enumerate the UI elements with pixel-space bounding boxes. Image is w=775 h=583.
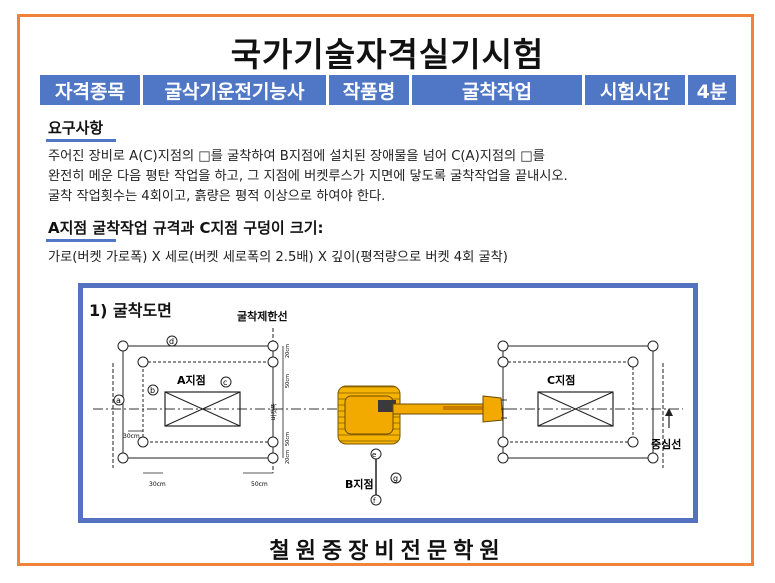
marker-e-label: e (372, 451, 376, 459)
marker-d-label: d (169, 337, 174, 346)
inner-rect-left (142, 361, 274, 443)
requirements-line: 굴착 작업횟수는 4회이고, 흙량은 평적 이상으로 하여야 한다. (48, 189, 386, 204)
corner-marker (647, 340, 659, 352)
pit-c (537, 391, 614, 427)
point-a-label: A지점 (177, 373, 206, 387)
requirements-underline (46, 139, 116, 142)
excavator-illustration (337, 385, 507, 445)
diagram-heading: 1) 굴착도면 (89, 301, 172, 320)
page-title: 국가기술자격실기시험 (230, 35, 545, 74)
diagram-panel: 1) 굴착도면 굴착제한선 A지점 a b c d 30cm 3 (78, 283, 698, 523)
limit-line-label: 굴착제한선 (237, 309, 288, 323)
corner-marker (497, 452, 509, 464)
work-label: 작품명 (329, 75, 409, 105)
spec-underline (46, 239, 116, 242)
time-label: 시험시간 (585, 75, 685, 105)
marker-d (166, 335, 178, 347)
marker-a-label: a (116, 396, 121, 405)
point-c-label: C지점 (547, 373, 575, 387)
requirements-line: 주어진 장비로 A(C)지점의 □를 굴착하여 B지점에 설치된 장애물을 넘어… (48, 149, 545, 164)
marker-a (113, 394, 125, 406)
pit-c-cross (537, 391, 614, 427)
corner-marker (267, 356, 279, 368)
work-value: 굴착작업 (412, 75, 582, 105)
marker-c-label: c (223, 378, 227, 387)
b-post-top (370, 448, 382, 460)
field-label: 자격종목 (40, 75, 140, 105)
marker-b-label: b (150, 386, 155, 395)
spec-heading: A지점 굴착작업 규격과 C지점 구덩이 크기: (48, 219, 324, 237)
center-line-arrowhead (665, 408, 673, 416)
marker-g (390, 472, 402, 484)
corner-marker (137, 436, 149, 448)
field-value: 굴삭기운전기능사 (143, 75, 326, 105)
corner-marker (627, 436, 639, 448)
b-post-bottom (370, 494, 382, 506)
requirements-heading: 요구사항 (48, 119, 104, 137)
spec-text: 가로(버켓 가로폭) X 세로(버켓 세로폭의 2.5배) X 깊이(평적량으로… (48, 250, 508, 265)
corner-marker (497, 340, 509, 352)
corner-marker (267, 452, 279, 464)
school-name: 철원중장비전문학원 (269, 539, 506, 564)
corner-marker (647, 452, 659, 464)
time-value: 4분 (688, 75, 736, 105)
corner-marker (497, 356, 509, 368)
dim-20cm-lower: 20cm (285, 450, 291, 464)
marker-f-label: f (373, 497, 376, 505)
dim-50cm-lower: 50cm (285, 432, 291, 446)
corner-marker (267, 340, 279, 352)
excavation-diagram: 1) 굴착도면 굴착제한선 A지점 a b c d 30cm 3 (89, 301, 683, 506)
corner-marker (627, 356, 639, 368)
dim-50cm-bottom: 50cm (251, 481, 268, 488)
bucket-width-label: 버켓폭 (270, 403, 278, 420)
excavator-bucket (482, 395, 504, 423)
inner-rect-right (502, 361, 634, 443)
corner-marker (267, 436, 279, 448)
marker-g-label: g (393, 474, 398, 483)
corner-marker (117, 452, 129, 464)
center-line-label: 중심선 (651, 437, 681, 451)
marker-b (147, 384, 159, 396)
marker-c (220, 376, 232, 388)
dim-20cm: 20cm (285, 344, 291, 358)
corner-marker (137, 356, 149, 368)
corner-marker (497, 436, 509, 448)
point-b-label: B지점 (345, 477, 374, 491)
excavator-arm (443, 406, 483, 410)
excavator-cab (378, 400, 396, 412)
pit-a (164, 391, 241, 427)
dim-30cm-side: 30cm (123, 433, 140, 440)
requirements-line: 완전히 메운 다음 평탄 작업을 하고, 그 지점에 버켓루스가 지면에 닿도록… (48, 169, 568, 184)
dim-30cm-bottom: 30cm (149, 481, 166, 488)
dim-50cm-upper: 50cm (285, 374, 291, 388)
pit-a-cross (164, 391, 241, 427)
corner-marker (117, 340, 129, 352)
requirements-text: 주어진 장비로 A(C)지점의 □를 굴착하여 B지점에 설치된 장애물을 넘어… (48, 147, 568, 207)
